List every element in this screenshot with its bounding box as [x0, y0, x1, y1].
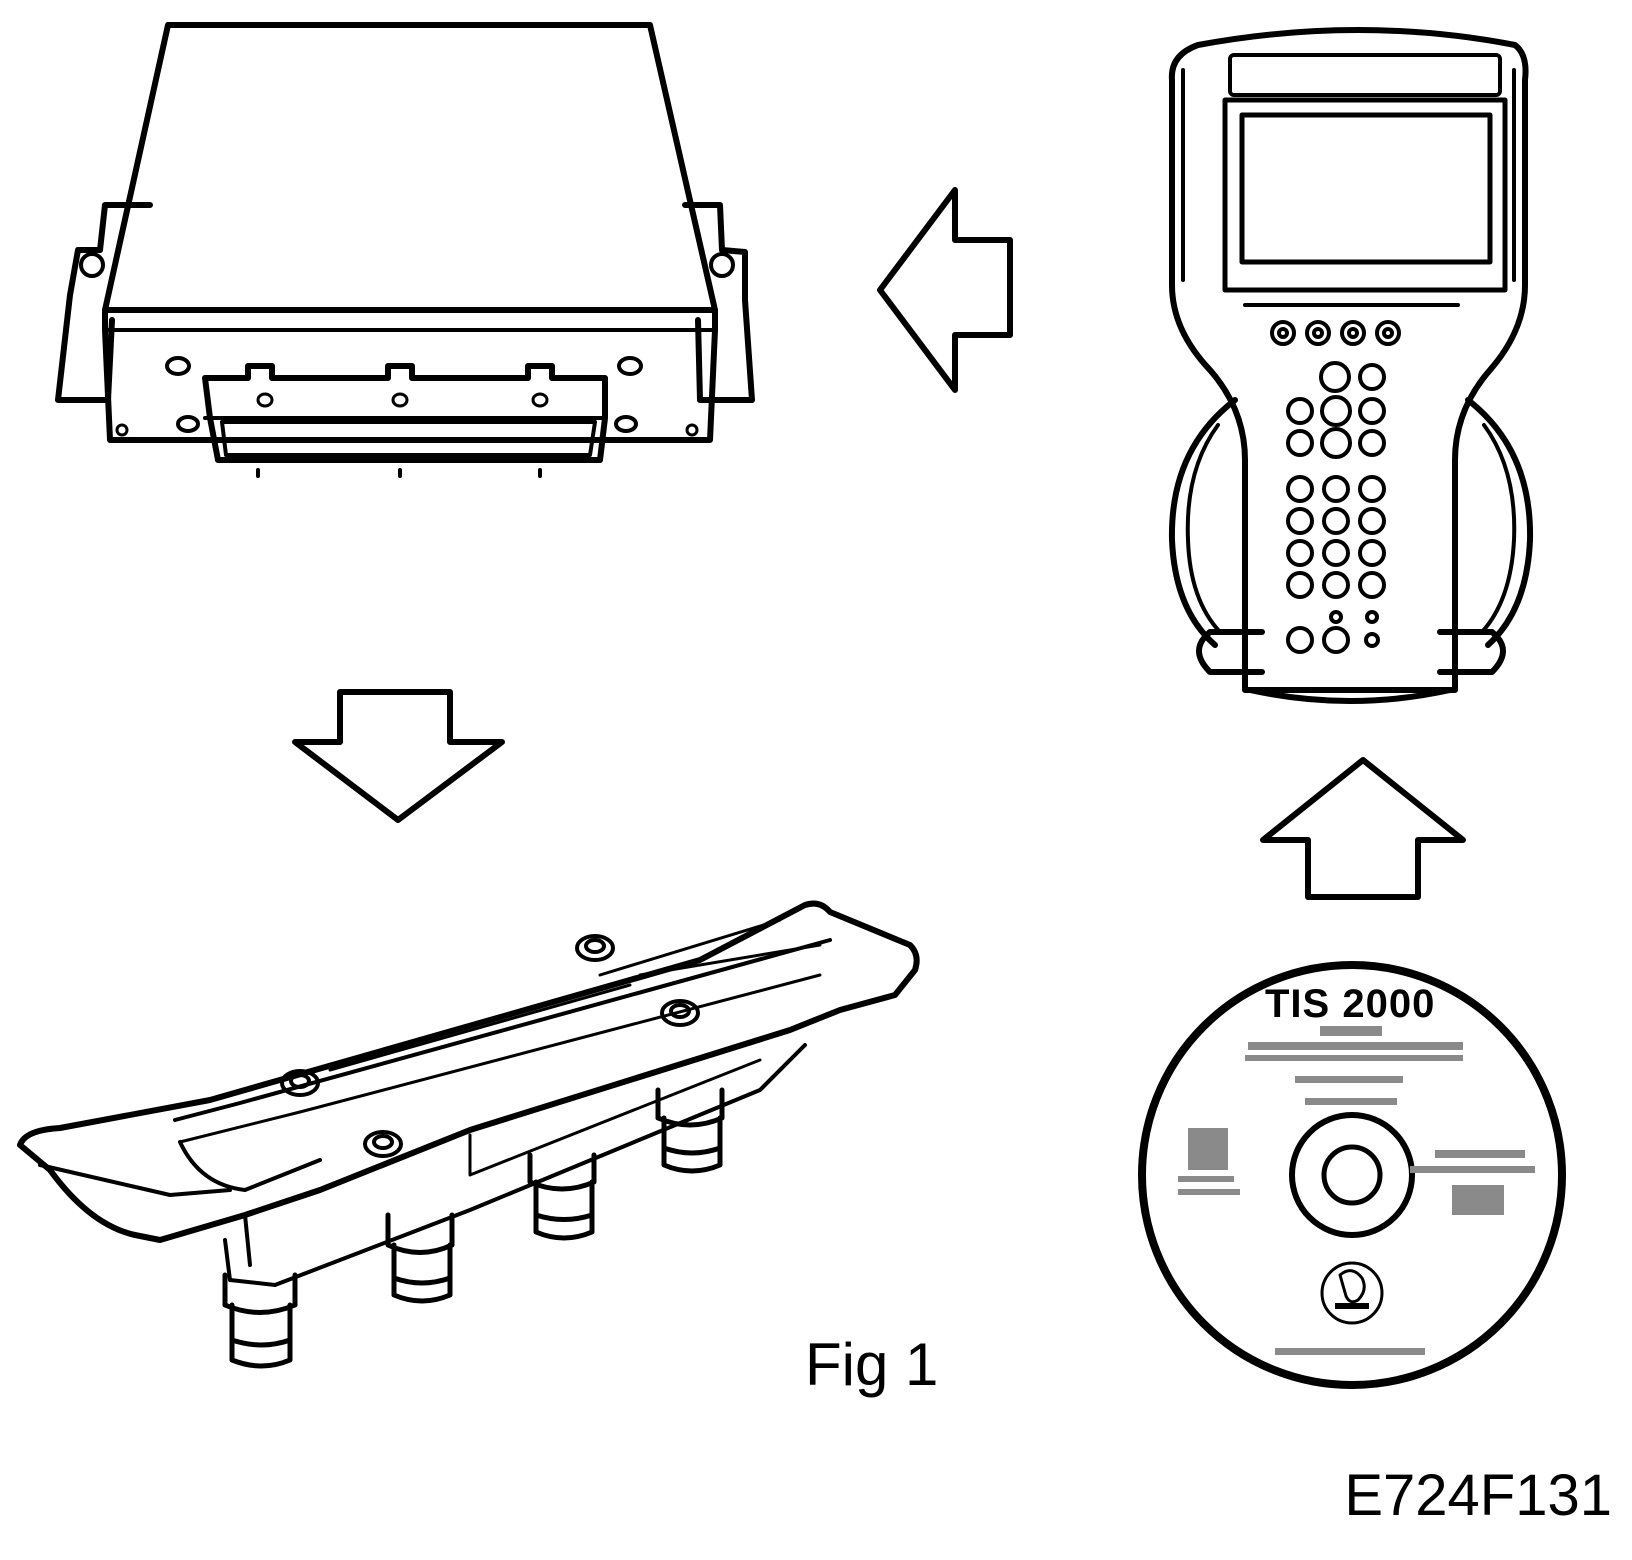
arrow-down	[292, 689, 505, 823]
disc-label-blur	[1178, 1026, 1535, 1355]
arrow-up	[1260, 757, 1466, 900]
figure-caption: Fig 1	[805, 1331, 939, 1398]
disc-title: TIS 2000	[1265, 982, 1436, 1026]
software-disc-drawing	[1138, 961, 1566, 1389]
control-module-drawing	[55, 22, 755, 478]
drawing-code: E724F131	[1344, 1463, 1612, 1528]
diagnostic-tool-drawing	[1168, 27, 1534, 704]
arrow-left	[877, 187, 1013, 393]
brand-seal-icon	[1320, 1261, 1384, 1325]
ignition-cassette-drawing	[17, 900, 920, 1369]
